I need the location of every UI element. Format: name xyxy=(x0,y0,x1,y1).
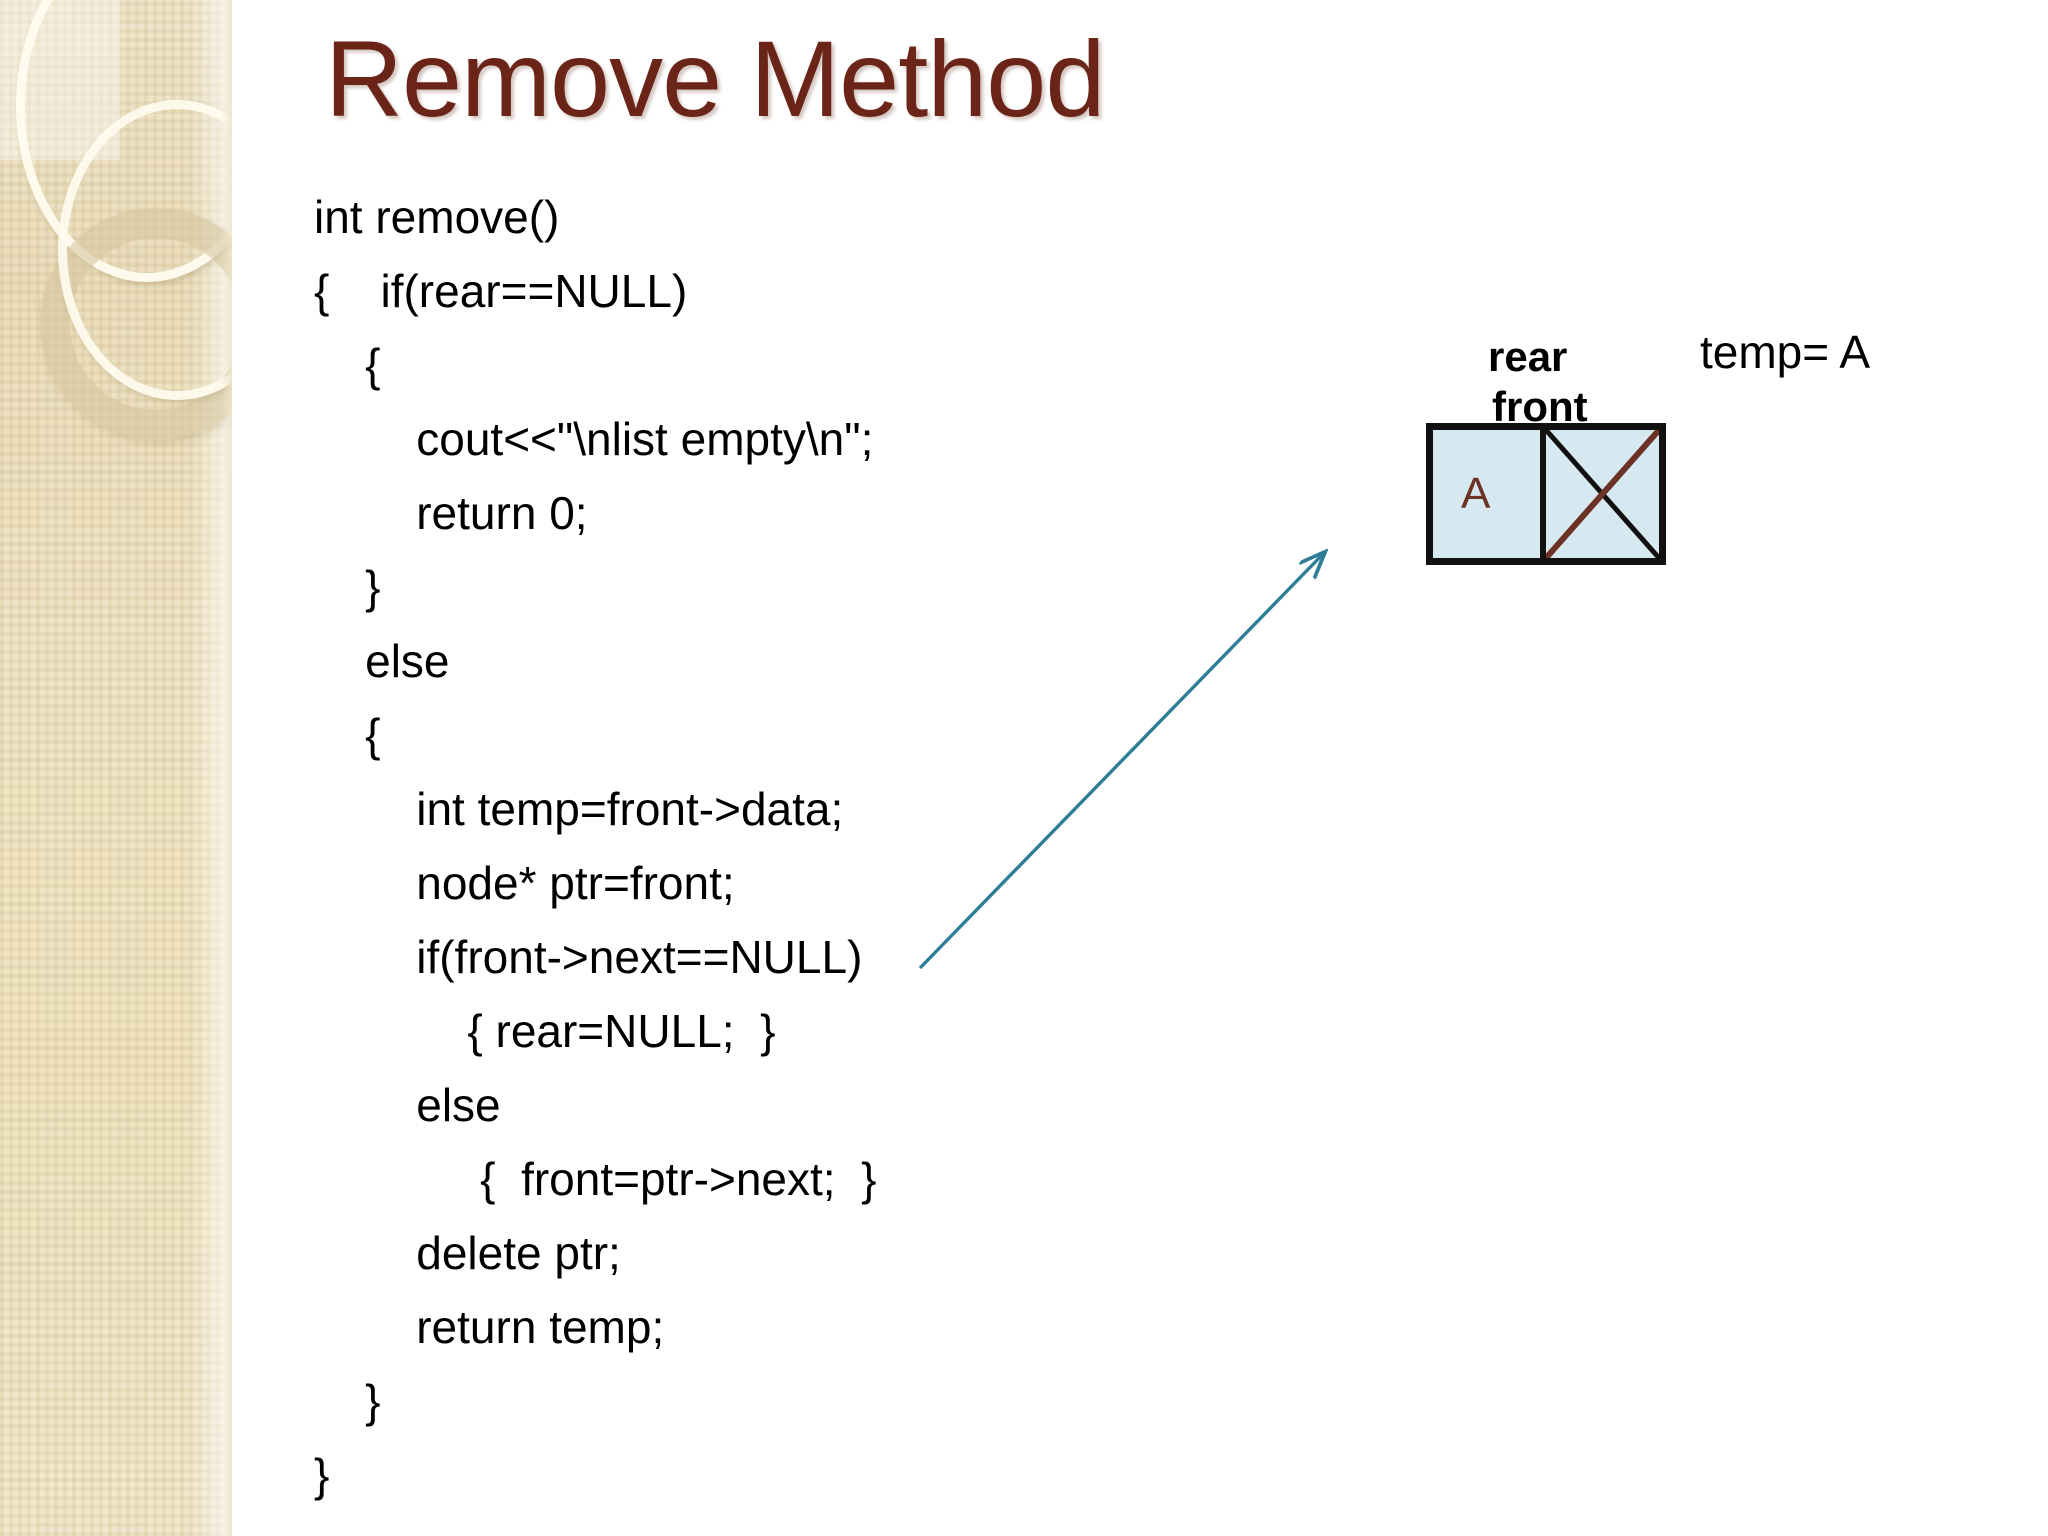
label-temp-value: temp= A xyxy=(1700,326,1871,378)
code-block: int remove() { if(rear==NULL) { cout<<"\… xyxy=(314,180,1214,1512)
code-line: if(front->next==NULL) xyxy=(314,931,863,983)
code-line: } xyxy=(314,561,381,613)
code-line: int temp=front->data; xyxy=(314,783,844,835)
code-line: delete ptr; xyxy=(314,1227,621,1279)
node-next-cell-null-cross xyxy=(1546,430,1659,558)
decorative-sidebar xyxy=(0,0,232,1536)
sidebar-right-edge xyxy=(222,0,232,1536)
code-line: cout<<"\nlist empty\n"; xyxy=(314,413,874,465)
code-line: { xyxy=(314,709,381,761)
code-line: return 0; xyxy=(314,487,588,539)
code-line: { xyxy=(314,339,381,391)
page-title: Remove Method xyxy=(325,18,1105,139)
code-line: { rear=NULL; } xyxy=(314,1005,776,1057)
code-line: } xyxy=(314,1449,330,1501)
node-data-cell: A xyxy=(1433,430,1546,558)
label-front: front xyxy=(1492,383,1588,430)
null-cross-icon xyxy=(1546,430,1659,558)
code-line: { if(rear==NULL) xyxy=(314,265,688,317)
node-data-value: A xyxy=(1461,469,1491,518)
code-line: return temp; xyxy=(314,1301,665,1353)
code-line: else xyxy=(314,635,450,687)
code-line: { front=ptr->next; } xyxy=(314,1153,877,1205)
code-line: else xyxy=(314,1079,501,1131)
code-line: node* ptr=front; xyxy=(314,857,735,909)
label-rear: rear xyxy=(1488,333,1568,380)
code-line: } xyxy=(314,1375,381,1427)
node-box: A xyxy=(1426,423,1666,565)
code-line: int remove() xyxy=(314,191,560,243)
linked-list-node-diagram: rear front temp= A A xyxy=(1400,300,2020,620)
